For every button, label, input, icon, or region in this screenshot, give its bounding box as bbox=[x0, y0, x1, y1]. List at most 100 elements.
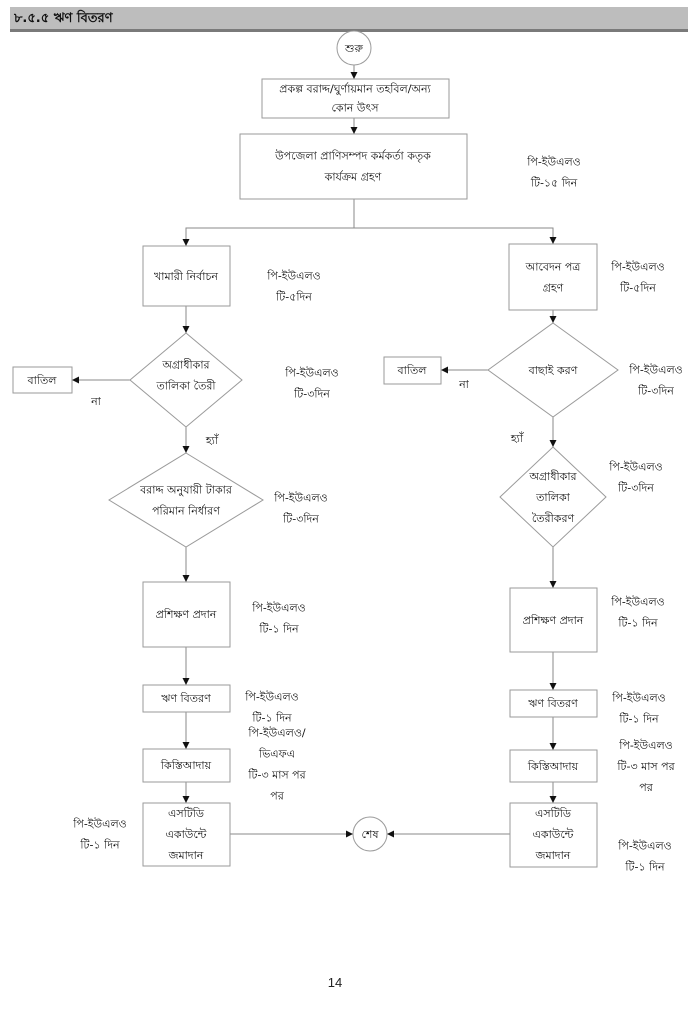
right-reject-box bbox=[383, 356, 442, 385]
uplo-note: টি-১৫ দিন bbox=[530, 177, 578, 190]
shapes bbox=[12, 30, 619, 868]
left-installment-box bbox=[142, 748, 231, 783]
right-no-label: না bbox=[458, 378, 470, 391]
right-loan-text: ঋণ বিতরণ bbox=[528, 697, 578, 710]
left-loan-text: ঋণ বিতরণ bbox=[161, 692, 211, 705]
end-node bbox=[352, 816, 388, 852]
right-priority-diamond bbox=[499, 446, 607, 548]
left-loan-box bbox=[142, 684, 231, 713]
right-training-note: পি-ইউএলও bbox=[610, 596, 665, 609]
left-installment-note: পর bbox=[270, 790, 284, 803]
left-reject-box bbox=[12, 366, 73, 394]
start-label: শুরু bbox=[344, 42, 363, 55]
left-installment-note: পি-ইউএলও/ bbox=[247, 727, 306, 740]
arrowhead-down bbox=[182, 742, 190, 749]
right-priority-text: তালিকা bbox=[535, 491, 570, 504]
uplo-box-text: কার্যক্রম গ্রহণ bbox=[324, 171, 382, 184]
left-no-label: না bbox=[90, 395, 102, 408]
arrowhead-left bbox=[387, 830, 394, 838]
arrowhead-down bbox=[182, 239, 190, 246]
right-installment-text: কিস্তিআদায় bbox=[527, 760, 579, 773]
right-priority-note: টি-৩দিন bbox=[617, 482, 654, 495]
source-box-text: কোন উৎস bbox=[331, 102, 379, 115]
right-application-text: গ্রহণ bbox=[543, 282, 564, 295]
left-loan-note: পি-ইউএলও bbox=[244, 691, 299, 704]
left-std-text: একাউন্টে bbox=[166, 828, 207, 841]
right-yes-label: হ্যাঁ bbox=[510, 431, 524, 445]
left-yes-label: হ্যাঁ bbox=[205, 433, 219, 447]
right-priority-note: পি-ইউএলও bbox=[608, 461, 663, 474]
page-number: 14 bbox=[327, 975, 343, 990]
left-select-farmer-note: টি-৫দিন bbox=[275, 291, 312, 304]
left-select-farmer-text: খামারী নির্বাচন bbox=[154, 270, 218, 283]
left-reject-label: বাতিল bbox=[27, 374, 58, 387]
left-training-text: প্রশিক্ষণ প্রদান bbox=[156, 608, 217, 621]
arrowhead-right bbox=[346, 830, 353, 838]
left-priority-note: টি-৩দিন bbox=[293, 388, 330, 401]
left-installment-note: টি-৩ মাস পর bbox=[247, 769, 306, 782]
right-std-text: একাউন্টে bbox=[533, 828, 574, 841]
uplo-box-text: উপজেলা প্রাণিসম্পদ কর্মকর্তা কতৃক bbox=[274, 150, 431, 163]
right-installment-note: পর bbox=[639, 781, 653, 794]
right-reject-label: বাতিল bbox=[397, 364, 428, 377]
left-amount-diamond bbox=[108, 452, 264, 548]
section-title: ৮.৫.৫ ঋণ বিতরণ bbox=[14, 11, 113, 26]
end-label: শেষ bbox=[361, 828, 379, 841]
right-std-box bbox=[509, 802, 598, 868]
arrowhead-down bbox=[182, 446, 190, 453]
right-screening-note: পি-ইউএলও bbox=[628, 364, 683, 377]
right-installment-box bbox=[509, 749, 598, 783]
start-node bbox=[336, 30, 372, 66]
right-application-box bbox=[508, 243, 598, 311]
left-amount-text: বরাদ্দ অনুযায়ী টাকার bbox=[139, 484, 233, 497]
arrowhead-down bbox=[182, 678, 190, 685]
left-priority-text: অগ্রাধীকার bbox=[161, 359, 210, 372]
right-std-text: এসটিডি bbox=[535, 807, 572, 820]
right-training-note: টি-১ দিন bbox=[617, 617, 658, 630]
right-loan-note: পি-ইউএলও bbox=[611, 692, 666, 705]
texts: শুরু প্রকল্প বরাদ্দ/ঘুর্ণায়মান তহবিল/অন্… bbox=[27, 42, 683, 874]
left-std-text: এসটিডি bbox=[168, 807, 205, 820]
left-training-note: টি-১ দিন bbox=[258, 623, 299, 636]
source-box-text: প্রকল্প বরাদ্দ/ঘুর্ণায়মান তহবিল/অন্য bbox=[279, 83, 431, 96]
arrowhead-down bbox=[182, 326, 190, 333]
right-installment-note: পি-ইউএলও bbox=[618, 739, 673, 752]
right-application-note: টি-৫দিন bbox=[619, 282, 656, 295]
arrowhead-down bbox=[549, 581, 557, 588]
arrowhead-left bbox=[72, 376, 79, 384]
left-select-farmer-box bbox=[142, 245, 231, 307]
section-header-bar: ৮.৫.৫ ঋণ বিতরণ bbox=[10, 7, 688, 32]
right-application-note: পি-ইউএলও bbox=[610, 261, 665, 274]
right-application-text: আবেদন পত্র bbox=[525, 261, 582, 274]
right-priority-text: অগ্রাধীকার bbox=[528, 470, 577, 483]
right-std-text: জমাদান bbox=[535, 849, 571, 862]
arrowhead-down bbox=[182, 796, 190, 803]
right-screening-text: বাছাই করণ bbox=[528, 364, 578, 377]
arrowhead-down bbox=[549, 316, 557, 323]
left-installment-note: ভিএফএ bbox=[258, 748, 295, 761]
connector-split-right bbox=[354, 227, 554, 244]
source-box bbox=[261, 78, 450, 119]
arrowhead-down bbox=[549, 796, 557, 803]
right-installment-note: টি-৩ মাস পর bbox=[616, 760, 675, 773]
left-select-farmer-note: পি-ইউএলও bbox=[266, 270, 321, 283]
left-std-note: টি-১ দিন bbox=[79, 839, 120, 852]
left-loan-note: টি-১ দিন bbox=[251, 712, 292, 725]
right-std-note: পি-ইউএলও bbox=[617, 840, 672, 853]
left-priority-text: তালিকা তৈরী bbox=[155, 380, 216, 393]
left-std-note: পি-ইউএলও bbox=[72, 818, 127, 831]
left-training-note: পি-ইউএলও bbox=[251, 602, 306, 615]
left-std-box bbox=[142, 802, 231, 867]
right-screening-diamond bbox=[487, 322, 619, 418]
connectors bbox=[72, 65, 557, 838]
left-amount-text: পরিমান নির্ধারণ bbox=[152, 505, 220, 518]
arrowhead-down bbox=[350, 127, 358, 134]
left-amount-note: পি-ইউএলও bbox=[273, 492, 328, 505]
right-priority-text: তৈরীকরণ bbox=[532, 512, 575, 525]
right-loan-box bbox=[509, 689, 598, 718]
right-std-note: টি-১ দিন bbox=[624, 861, 665, 874]
uplo-note: পি-ইউএলও bbox=[526, 156, 581, 169]
arrowhead-down bbox=[350, 72, 358, 79]
left-installment-text: কিস্তিআদায় bbox=[160, 759, 212, 772]
right-loan-note: টি-১ দিন bbox=[618, 713, 659, 726]
